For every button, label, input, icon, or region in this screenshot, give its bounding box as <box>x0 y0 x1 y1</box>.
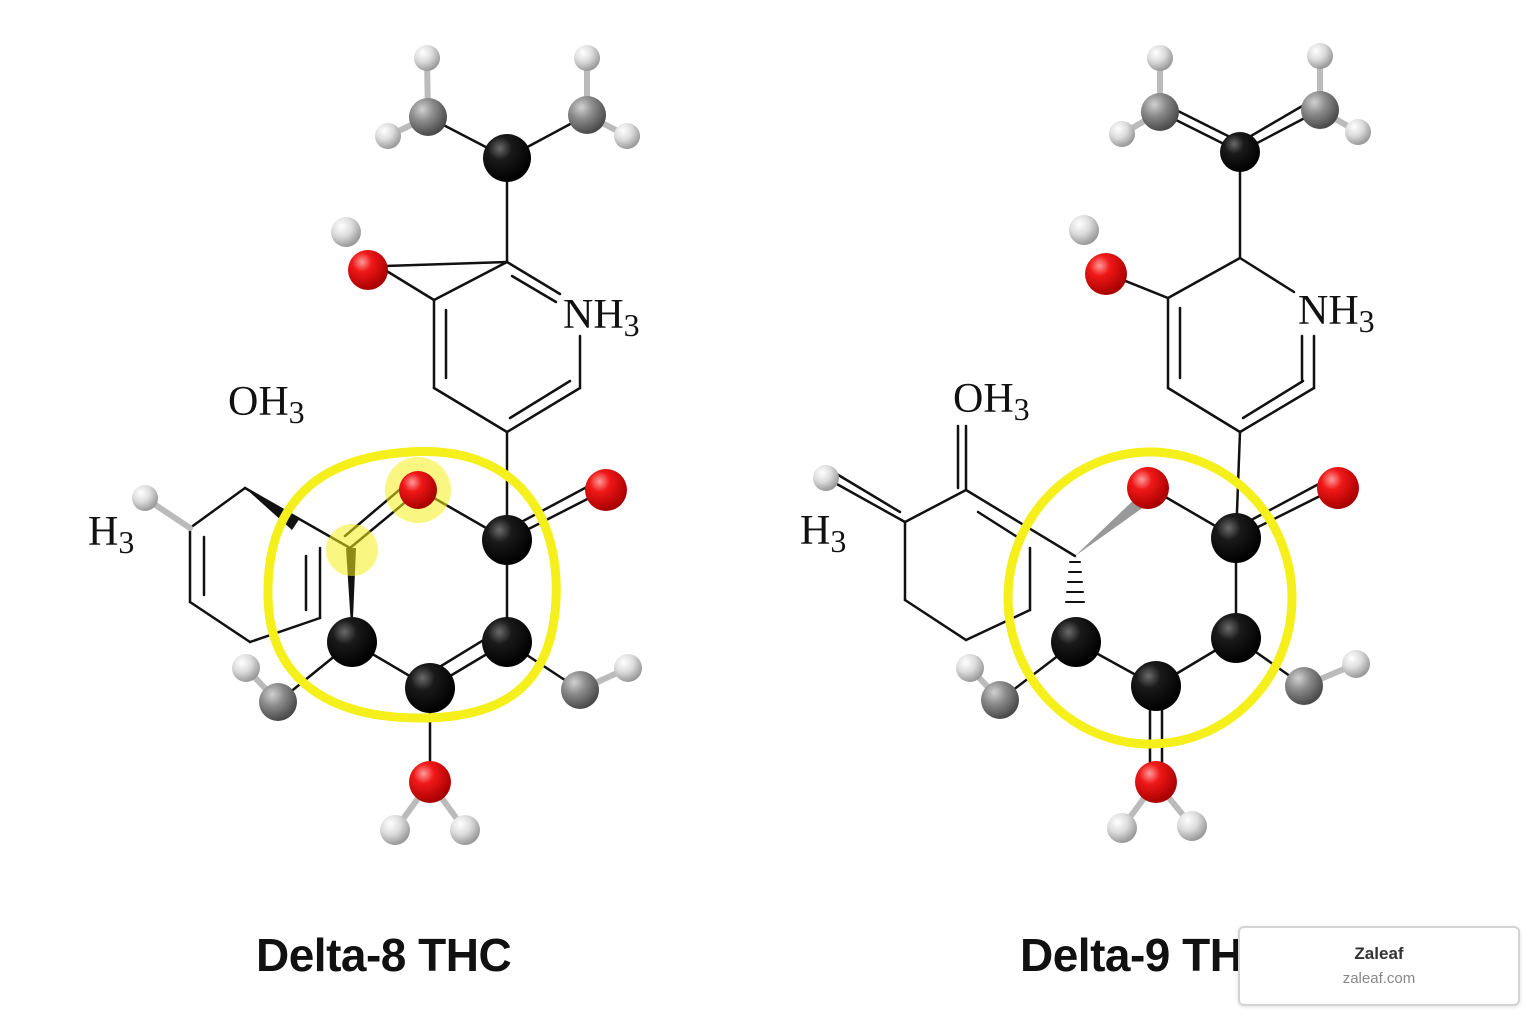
carbon-atom <box>1211 613 1261 663</box>
hydrogen-atom <box>375 123 401 149</box>
methyl-carbon-atom <box>1301 91 1339 129</box>
delta-9-h3-label: H3 <box>800 508 846 559</box>
hydrogen-atom <box>614 654 642 682</box>
methyl-carbon-atom <box>1141 93 1179 131</box>
oxygen-atom <box>399 471 437 509</box>
carbon-atom <box>327 617 377 667</box>
hydrogen-atom <box>1345 119 1371 145</box>
hydrogen-atom <box>331 217 361 247</box>
carbon-atom <box>482 515 532 565</box>
hydrogen-atom <box>1107 813 1137 843</box>
delta-8-highlight-ring <box>263 447 561 723</box>
hydrogen-atom <box>232 654 260 682</box>
hydrogen-atom <box>414 45 440 71</box>
hydrogen-atom <box>132 485 158 511</box>
methyl-carbon-atom <box>568 96 606 134</box>
carbon-atom <box>1211 513 1261 563</box>
oxygen-atom <box>1127 467 1169 509</box>
hydrogen-atom <box>380 815 410 845</box>
oxygen-atom <box>1317 467 1359 509</box>
delta-9-upper-ring-bonds <box>1106 256 1316 434</box>
hydrogen-atom <box>574 45 600 71</box>
delta-9-molecule <box>824 53 1361 831</box>
delta-8-highlight-dot-c <box>326 524 378 576</box>
watermark-badge[interactable]: Zaleaf zaleaf.com <box>1238 926 1520 1006</box>
hydrogen-atom <box>956 654 984 682</box>
methyl-carbon-atom <box>1285 667 1323 705</box>
delta-9-atoms <box>813 43 1371 843</box>
delta-9-oh3-label: OH3 <box>953 376 1030 427</box>
watermark-name: Zaleaf <box>1354 944 1404 963</box>
hydrogen-atom <box>813 465 839 491</box>
methyl-carbon-atom <box>981 681 1019 719</box>
delta-8-oh3-label: OH3 <box>228 379 305 430</box>
hydrogen-atom <box>1342 650 1370 678</box>
delta-9-caption: Delta-9 THC <box>1020 929 1276 981</box>
carbon-atom <box>405 663 455 713</box>
delta-9-highlight-ring <box>1003 447 1297 749</box>
delta-8-benzene-bonds <box>142 486 352 644</box>
delta-8-upper-ring-bonds <box>383 260 582 434</box>
methyl-carbon-atom <box>409 98 447 136</box>
hydrogen-atom <box>1069 215 1099 245</box>
delta-9-benzene-bonds <box>824 424 1077 642</box>
oxygen-atom <box>348 250 388 290</box>
hydrogen-atom <box>1147 45 1173 71</box>
delta-8-caption: Delta-8 THC <box>256 929 512 981</box>
hydrogen-atom <box>1109 121 1135 147</box>
delta-8-h3-label: H3 <box>88 509 134 560</box>
carbon-atom <box>1131 661 1181 711</box>
hydrogen-atom <box>450 815 480 845</box>
oxygen-atom <box>585 469 627 511</box>
hydrogen-atom <box>1177 811 1207 841</box>
delta-9-nh3-label: NH3 <box>1298 288 1375 339</box>
hydrogen-atom <box>1307 43 1333 69</box>
carbon-atom <box>1220 132 1260 172</box>
delta-8-atoms <box>132 45 642 845</box>
oxygen-atom <box>1135 761 1177 803</box>
carbon-atom <box>482 617 532 667</box>
hydrogen-atom <box>614 123 640 149</box>
methyl-carbon-atom <box>561 671 599 709</box>
carbon-atom <box>483 134 531 182</box>
carbon-atom <box>1051 617 1101 667</box>
watermark-url[interactable]: zaleaf.com <box>1342 970 1416 987</box>
oxygen-atom <box>1085 253 1127 295</box>
delta-8-nh3-label: NH3 <box>563 292 640 343</box>
oxygen-atom <box>409 761 451 803</box>
methyl-carbon-atom <box>259 683 297 721</box>
delta-9-hashed-bond <box>1065 561 1085 603</box>
